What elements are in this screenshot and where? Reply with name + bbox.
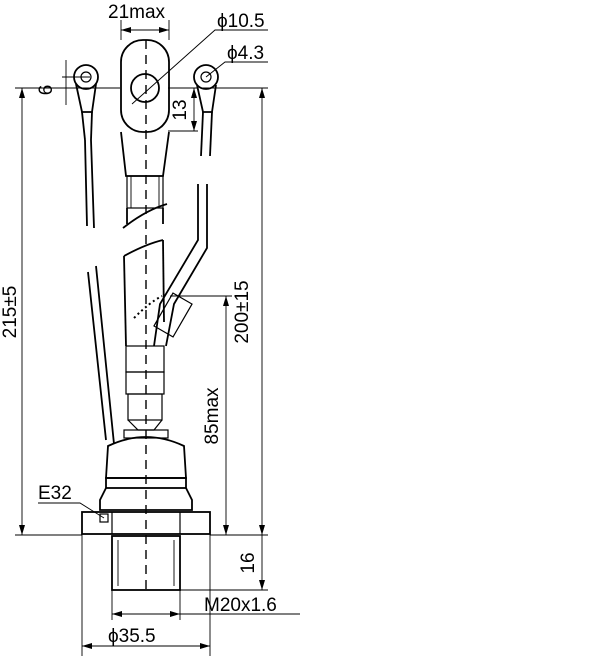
- label-top-width: 21max: [108, 2, 166, 23]
- auxiliary-lead: [87, 265, 115, 445]
- label-hex-width: ϕ35.5: [108, 626, 156, 647]
- component-outline: [73, 39, 219, 591]
- dimension-labels: 21max ϕ10.5 ϕ4.3 6 13 215±5 200±15 85max…: [0, 2, 277, 647]
- cable-break-top: [122, 203, 168, 229]
- main-terminal-lug: [120, 39, 170, 133]
- threaded-stud: [111, 535, 181, 591]
- dimension-lines: [15, 20, 300, 656]
- hex-base: [81, 511, 211, 535]
- label-thread: M20x1.6: [204, 595, 277, 616]
- label-cable-length: 200±15: [232, 280, 253, 343]
- crimp-sleeve: [126, 175, 164, 209]
- gate-sleeve: [153, 292, 193, 338]
- housing-ring: [105, 477, 187, 489]
- label-body-height: 85max: [202, 387, 223, 445]
- upper-crimp: [125, 345, 165, 373]
- label-overall-height: 215±5: [0, 286, 21, 339]
- housing-cap: [105, 436, 187, 479]
- label-hex-size: E32: [38, 483, 72, 504]
- lug-neck: [120, 131, 170, 177]
- right-gate-lug: [193, 64, 219, 157]
- label-lug-length: 13: [170, 99, 191, 120]
- lug-hole-large: [130, 73, 160, 103]
- label-hole-large: ϕ10.5: [217, 11, 265, 32]
- label-hole-small: ϕ4.3: [227, 43, 264, 64]
- label-lug-offset: 6: [36, 85, 57, 96]
- label-stud-height: 16: [238, 552, 259, 573]
- gate-lead: [153, 184, 199, 347]
- cable-break-bottom: [123, 239, 164, 257]
- left-gate-lug: [73, 64, 99, 229]
